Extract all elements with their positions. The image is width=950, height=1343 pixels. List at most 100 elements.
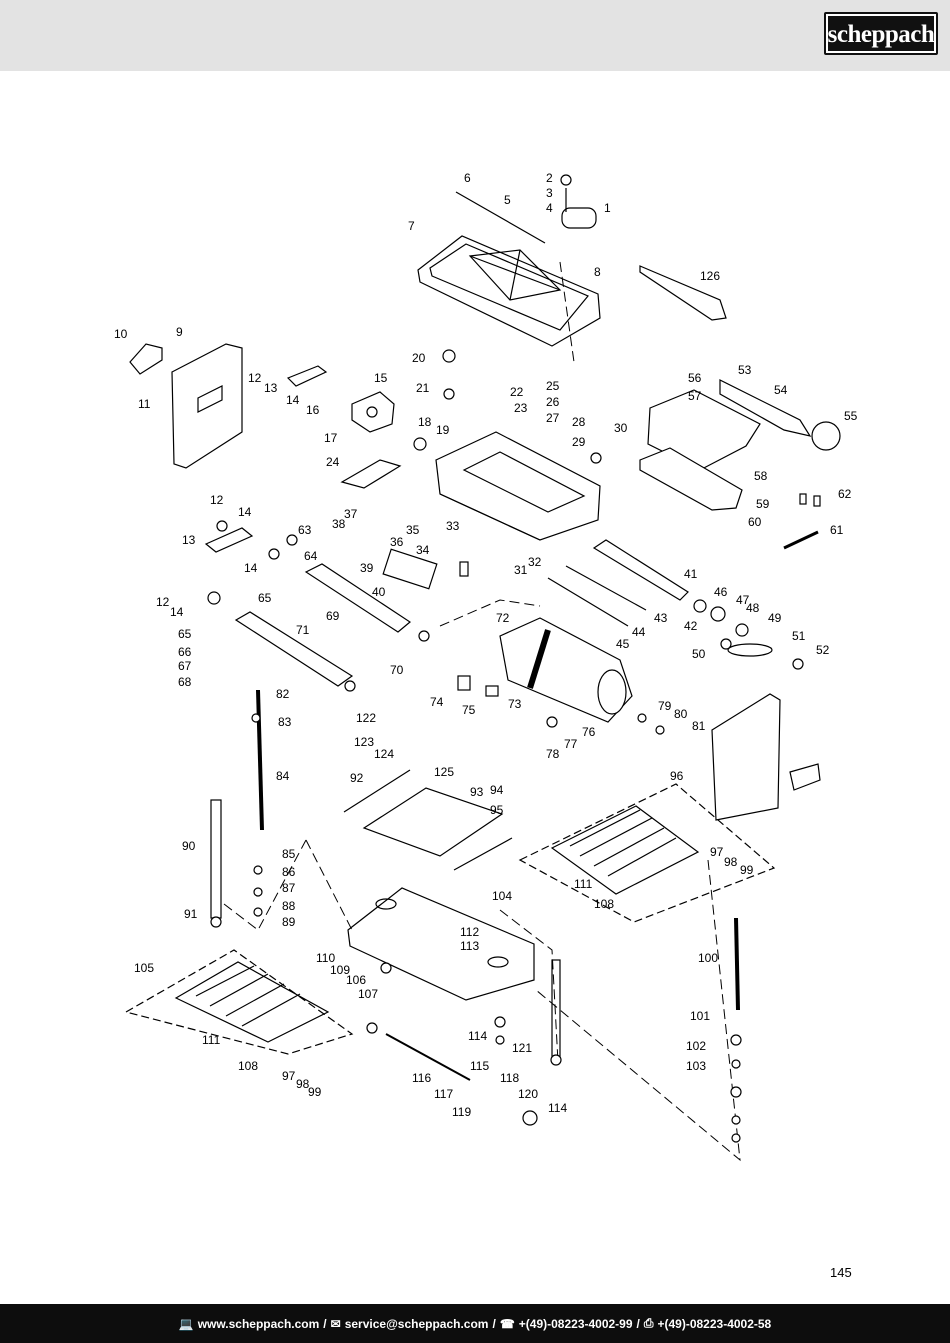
svg-text:11: 11 — [138, 397, 151, 411]
part-spindle — [256, 689, 264, 831]
phone-icon: ☎ — [499, 1316, 515, 1331]
svg-text:10: 10 — [114, 327, 128, 341]
svg-text:95: 95 — [490, 803, 504, 817]
svg-text:84: 84 — [276, 769, 290, 783]
svg-text:14: 14 — [286, 393, 300, 407]
svg-text:85: 85 — [282, 847, 296, 861]
svg-text:114: 114 — [548, 1101, 567, 1115]
svg-text:20: 20 — [412, 351, 426, 365]
svg-text:94: 94 — [490, 783, 504, 797]
svg-text:98: 98 — [296, 1077, 310, 1091]
part-number-labels: 1 2 3 4 5 6 7 8 9 10 11 12 13 14 15 16 1… — [114, 171, 858, 1119]
svg-text:38: 38 — [332, 517, 346, 531]
svg-text:26: 26 — [546, 395, 560, 409]
svg-text:124: 124 — [374, 747, 394, 761]
footer-fax: +(49)-08223-4002-58 — [657, 1316, 772, 1331]
svg-text:17: 17 — [324, 431, 338, 445]
svg-text:122: 122 — [356, 711, 376, 725]
svg-text:112: 112 — [460, 925, 479, 939]
svg-text:65: 65 — [258, 591, 272, 605]
part-roller-upper — [304, 563, 412, 633]
svg-text:42: 42 — [684, 619, 698, 633]
svg-text:59: 59 — [756, 497, 770, 511]
footer-email[interactable]: service@scheppach.com — [344, 1316, 489, 1331]
svg-text:61: 61 — [830, 523, 844, 537]
footer-bar: 💻 www.scheppach.com / ✉ service@scheppac… — [0, 1304, 950, 1343]
svg-text:49: 49 — [768, 611, 782, 625]
svg-text:41: 41 — [684, 567, 698, 581]
svg-text:15: 15 — [374, 371, 388, 385]
svg-text:37: 37 — [344, 507, 358, 521]
svg-text:120: 120 — [518, 1087, 538, 1101]
svg-text:92: 92 — [350, 771, 364, 785]
svg-text:55: 55 — [844, 409, 858, 423]
svg-text:24: 24 — [326, 455, 340, 469]
part-strip — [343, 769, 411, 813]
svg-text:109: 109 — [330, 963, 350, 977]
svg-text:21: 21 — [416, 381, 430, 395]
part-handle — [639, 265, 727, 321]
part-top-cover — [417, 235, 601, 347]
svg-text:115: 115 — [470, 1059, 489, 1073]
svg-text:76: 76 — [582, 725, 596, 739]
part-extension-table-left — [124, 949, 354, 1055]
svg-text:108: 108 — [238, 1059, 258, 1073]
fax-icon: ⎙ — [643, 1316, 654, 1330]
svg-text:6: 6 — [464, 171, 471, 185]
svg-text:65: 65 — [178, 627, 192, 641]
footer-website[interactable]: www.scheppach.com — [197, 1316, 320, 1331]
svg-text:100: 100 — [698, 951, 718, 965]
part-rail — [547, 577, 629, 627]
part-hood — [647, 389, 761, 471]
svg-text:35: 35 — [406, 523, 420, 537]
svg-text:70: 70 — [390, 663, 404, 677]
svg-text:111: 111 — [202, 1033, 221, 1047]
svg-text:63: 63 — [298, 523, 312, 537]
svg-text:57: 57 — [688, 389, 702, 403]
svg-text:68: 68 — [178, 675, 192, 689]
svg-text:103: 103 — [686, 1059, 706, 1073]
svg-text:89: 89 — [282, 915, 296, 929]
svg-text:123: 123 — [354, 735, 374, 749]
part-roller-lower — [234, 611, 354, 687]
svg-text:19: 19 — [436, 423, 450, 437]
svg-text:97: 97 — [710, 845, 724, 859]
svg-text:30: 30 — [614, 421, 628, 435]
svg-text:12: 12 — [156, 595, 170, 609]
part-chain-left — [204, 527, 254, 553]
footer-separator: / — [323, 1316, 327, 1331]
svg-text:29: 29 — [572, 435, 586, 449]
svg-text:86: 86 — [282, 865, 296, 879]
part-base — [347, 887, 535, 1001]
svg-text:96: 96 — [670, 769, 684, 783]
exploded-parts-diagram: 1 2 3 4 5 6 7 8 9 10 11 12 13 14 15 16 1… — [0, 150, 950, 1170]
svg-text:97: 97 — [282, 1069, 296, 1083]
svg-text:47: 47 — [736, 593, 750, 607]
part-gearbox — [351, 391, 395, 433]
svg-text:73: 73 — [508, 697, 522, 711]
svg-text:102: 102 — [686, 1039, 706, 1053]
svg-text:88: 88 — [282, 899, 296, 913]
footer-separator: / — [492, 1316, 496, 1331]
svg-text:25: 25 — [546, 379, 560, 393]
svg-text:1: 1 — [604, 201, 611, 215]
svg-text:53: 53 — [738, 363, 752, 377]
svg-text:58: 58 — [754, 469, 768, 483]
svg-text:64: 64 — [304, 549, 318, 563]
svg-text:90: 90 — [182, 839, 196, 853]
part-spindle-right — [734, 917, 740, 1011]
svg-text:44: 44 — [632, 625, 646, 639]
svg-text:54: 54 — [774, 383, 788, 397]
svg-text:62: 62 — [838, 487, 852, 501]
svg-text:34: 34 — [416, 543, 430, 557]
svg-text:99: 99 — [740, 863, 754, 877]
svg-text:7: 7 — [408, 219, 415, 233]
part-side-housing-right — [711, 693, 781, 821]
svg-text:111: 111 — [574, 877, 593, 891]
part-rod — [455, 191, 546, 244]
svg-text:99: 99 — [308, 1085, 322, 1099]
svg-text:14: 14 — [244, 561, 258, 575]
part-crank-shaft — [385, 1033, 471, 1081]
svg-text:5: 5 — [504, 193, 511, 207]
scheppach-logo: scheppach — [824, 12, 938, 55]
